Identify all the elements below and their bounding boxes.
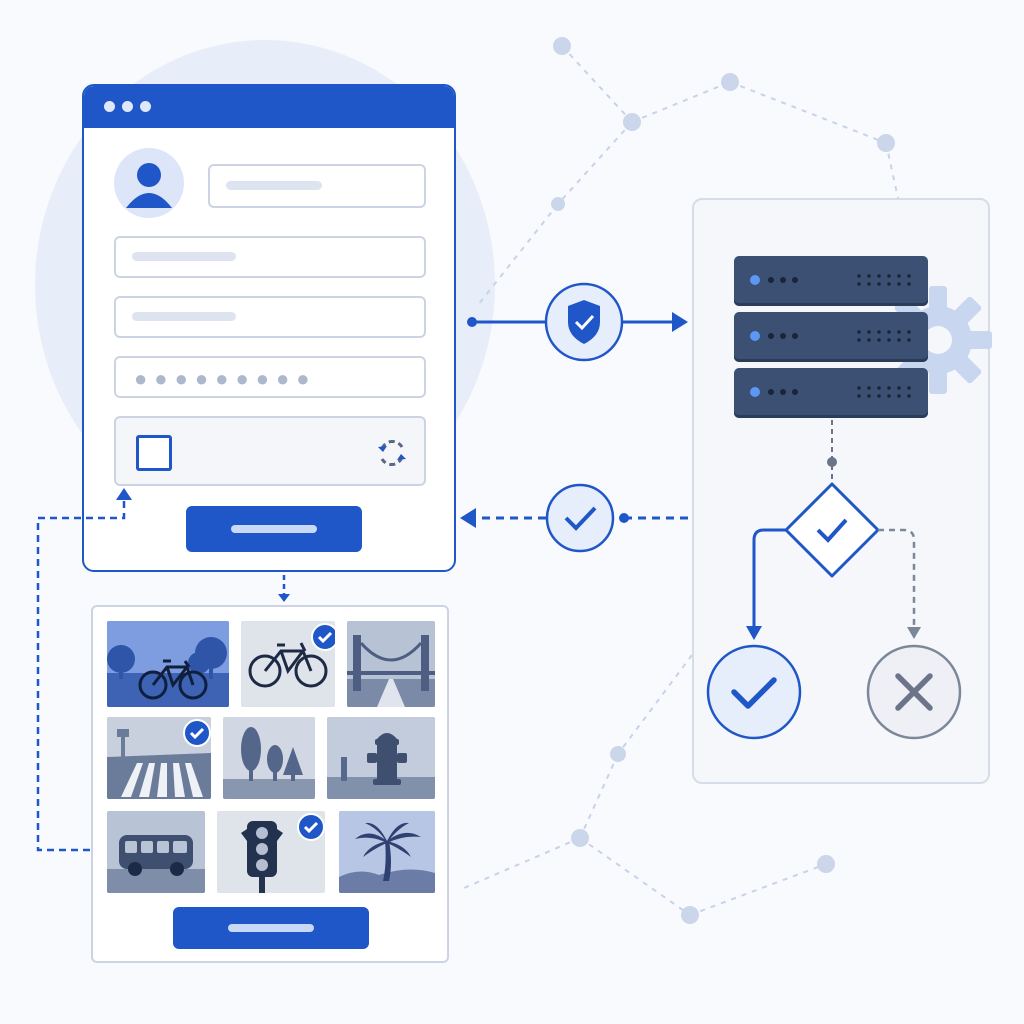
server-unit	[734, 312, 928, 362]
selected-check-icon	[297, 813, 325, 841]
server-led	[750, 331, 760, 341]
server-led	[750, 275, 760, 285]
server-vent	[854, 328, 914, 346]
selected-check-icon	[311, 623, 335, 651]
image-tile-crosswalk[interactable]	[107, 717, 211, 799]
checkbox-icon[interactable]	[136, 435, 172, 471]
window-control-dot[interactable]	[104, 101, 115, 112]
server-unit	[734, 368, 928, 418]
user-icon	[114, 148, 184, 218]
image-tile-palm-tree[interactable]	[339, 811, 435, 893]
image-tile-bridge[interactable]	[347, 621, 435, 707]
button-label-bar	[228, 924, 314, 932]
window-titlebar	[84, 86, 454, 128]
response-arrow	[460, 508, 688, 528]
diamond-check-icon	[784, 482, 880, 578]
image-tile-bicycle-park[interactable]	[107, 621, 229, 707]
username-field[interactable]	[208, 164, 426, 208]
server-vent	[854, 272, 914, 290]
image-tile-bicycle[interactable]	[241, 621, 335, 707]
selected-check-icon	[183, 719, 211, 747]
placeholder-bar	[132, 312, 236, 321]
placeholder-bar	[132, 252, 236, 261]
network-nodes	[551, 37, 895, 924]
captcha-widget	[114, 416, 426, 486]
submit-button[interactable]	[186, 506, 362, 552]
server-unit	[734, 256, 928, 306]
verify-button[interactable]	[173, 907, 369, 949]
login-window: ●●●●●●●●●	[82, 84, 456, 572]
refresh-icon[interactable]	[374, 435, 410, 471]
window-control-dot[interactable]	[122, 101, 133, 112]
server-led	[750, 387, 760, 397]
image-tile-traffic-light[interactable]	[217, 811, 325, 893]
image-tile-trees[interactable]	[223, 717, 315, 799]
button-label-bar	[231, 525, 317, 533]
window-control-dot[interactable]	[140, 101, 151, 112]
email-field[interactable]	[114, 236, 426, 278]
check-circle-icon	[545, 483, 615, 553]
name-field[interactable]	[114, 296, 426, 338]
placeholder-bar	[226, 181, 322, 190]
shield-check-icon	[544, 282, 624, 362]
image-tile-bus[interactable]	[107, 811, 205, 893]
request-arrow	[467, 312, 688, 332]
server-vent	[854, 384, 914, 402]
accept-check-circle-icon	[706, 644, 802, 740]
captcha-image-grid	[91, 605, 449, 963]
password-mask: ●●●●●●●●●	[134, 366, 317, 391]
reject-x-circle-icon	[866, 644, 962, 740]
image-tile-fire-hydrant[interactable]	[327, 717, 435, 799]
server-rack-icon	[692, 198, 990, 448]
password-field[interactable]: ●●●●●●●●●	[114, 356, 426, 398]
